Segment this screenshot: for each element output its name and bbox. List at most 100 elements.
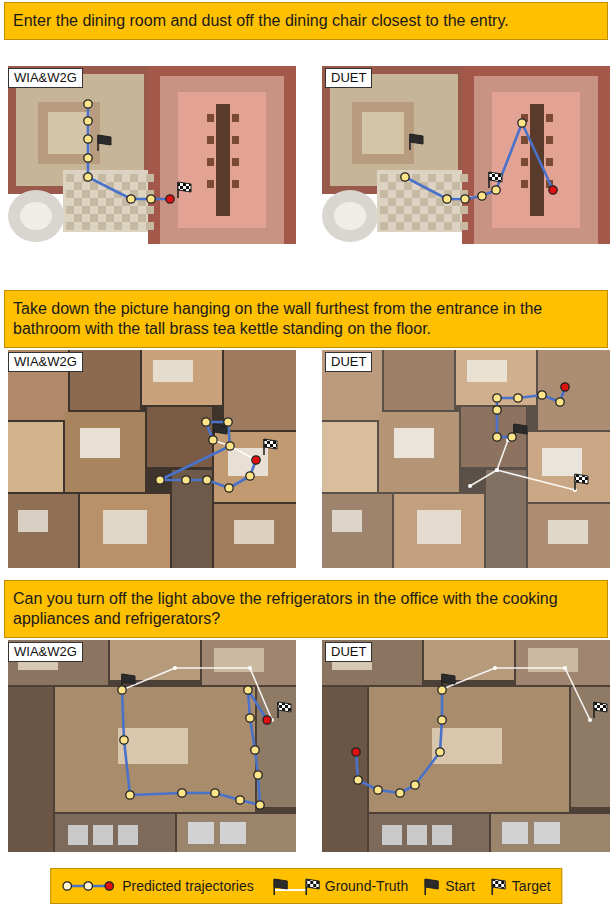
flag-cloth	[278, 702, 291, 712]
instruction-text: Take down the picture hanging on the wal…	[13, 299, 599, 339]
floor-tile	[82, 222, 90, 230]
method-label: WIA&W2G	[8, 68, 83, 88]
floor-tile	[82, 190, 90, 198]
floor-tile	[452, 182, 460, 190]
floor-tile	[412, 206, 420, 214]
floor-plan-render	[322, 66, 610, 252]
room-area	[207, 158, 214, 166]
legend-text: Ground-Truth	[325, 878, 409, 894]
floor-tile	[388, 214, 396, 222]
predicted-node	[251, 746, 259, 754]
room-area	[16, 74, 144, 186]
floor-tile	[404, 214, 412, 222]
predicted-node	[202, 418, 210, 426]
predicted-node	[518, 119, 526, 127]
floor-tile	[146, 222, 154, 230]
room-area	[322, 190, 378, 242]
floor-plan-render	[8, 350, 296, 568]
legend-band: Predicted trajectoriesGround-TruthStartT…	[50, 868, 562, 904]
predicted-path	[356, 690, 442, 793]
room-area	[322, 687, 367, 852]
predicted-node	[256, 801, 264, 809]
instruction-band: Take down the picture hanging on the wal…	[4, 290, 608, 348]
legend-item: Ground-Truth	[268, 875, 409, 897]
predicted-node	[147, 195, 155, 203]
room-area	[521, 158, 528, 166]
floor-tile	[396, 206, 404, 214]
flag-cloth	[489, 172, 502, 182]
floor-background	[8, 66, 296, 252]
room-area	[65, 412, 145, 492]
floor-tile	[444, 206, 452, 214]
floor-tile	[444, 174, 452, 182]
predicted-node	[209, 436, 217, 444]
trajectory-group	[468, 383, 588, 492]
flag-cloth	[575, 474, 588, 484]
room-area	[352, 102, 414, 164]
floor-tile	[138, 182, 146, 190]
room-area	[546, 114, 553, 122]
room-area	[492, 92, 580, 228]
sample-node	[63, 882, 71, 890]
floor-tile	[380, 222, 388, 230]
target-flag	[306, 879, 319, 895]
predicted-node	[225, 484, 233, 492]
legend-sample	[422, 875, 440, 897]
floor-tile	[98, 190, 106, 198]
room-area	[334, 202, 366, 230]
floor-tile	[98, 222, 106, 230]
trajectory-group	[352, 666, 607, 797]
room-area	[546, 158, 553, 166]
floor-tile	[98, 174, 106, 182]
floor-tile	[122, 182, 130, 190]
floor-tile	[130, 206, 138, 214]
target-flag	[264, 439, 277, 455]
predicted-node	[211, 789, 219, 797]
start-flag	[425, 879, 438, 895]
start-flag	[410, 134, 423, 150]
method-label: WIA&W2G	[8, 352, 83, 372]
room-area	[432, 825, 452, 845]
room-area	[202, 640, 296, 685]
target-flag	[594, 702, 607, 718]
room-area	[68, 825, 88, 845]
predicted-node	[120, 736, 128, 744]
room-area	[63, 170, 155, 232]
room-area	[462, 66, 610, 252]
method-label: DUET	[325, 352, 372, 372]
room-area	[330, 74, 458, 186]
predicted-end	[561, 383, 569, 391]
room-area	[8, 190, 64, 242]
floor-tile	[90, 182, 98, 190]
floor-tile	[66, 206, 74, 214]
predicted-node	[127, 195, 135, 203]
flag-cloth	[514, 424, 527, 434]
floor-tile	[436, 214, 444, 222]
predicted-node	[401, 173, 409, 181]
sample-line	[274, 889, 306, 891]
predicted-node	[508, 433, 516, 441]
floor-tile	[436, 182, 444, 190]
floor-tile	[106, 214, 114, 222]
floor-tile	[90, 214, 98, 222]
floor-tile	[106, 198, 114, 206]
instruction-band: Enter the dining room and dust off the d…	[4, 2, 608, 40]
predicted-node	[84, 100, 92, 108]
target-flag	[492, 879, 505, 895]
room-area	[232, 180, 239, 188]
sample-node	[105, 882, 113, 890]
predicted-node	[538, 391, 546, 399]
ground-truth-node	[493, 666, 497, 670]
room-area	[214, 432, 296, 502]
predicted-node	[438, 686, 446, 694]
room-area	[220, 822, 246, 844]
floor-tile	[82, 206, 90, 214]
predicted-path	[122, 690, 267, 805]
room-area	[8, 640, 108, 685]
flag-cloth	[264, 439, 277, 449]
target-flag	[278, 702, 291, 718]
predicted-node	[226, 442, 234, 450]
floor-tile	[396, 190, 404, 198]
ground-truth-node	[468, 484, 472, 488]
